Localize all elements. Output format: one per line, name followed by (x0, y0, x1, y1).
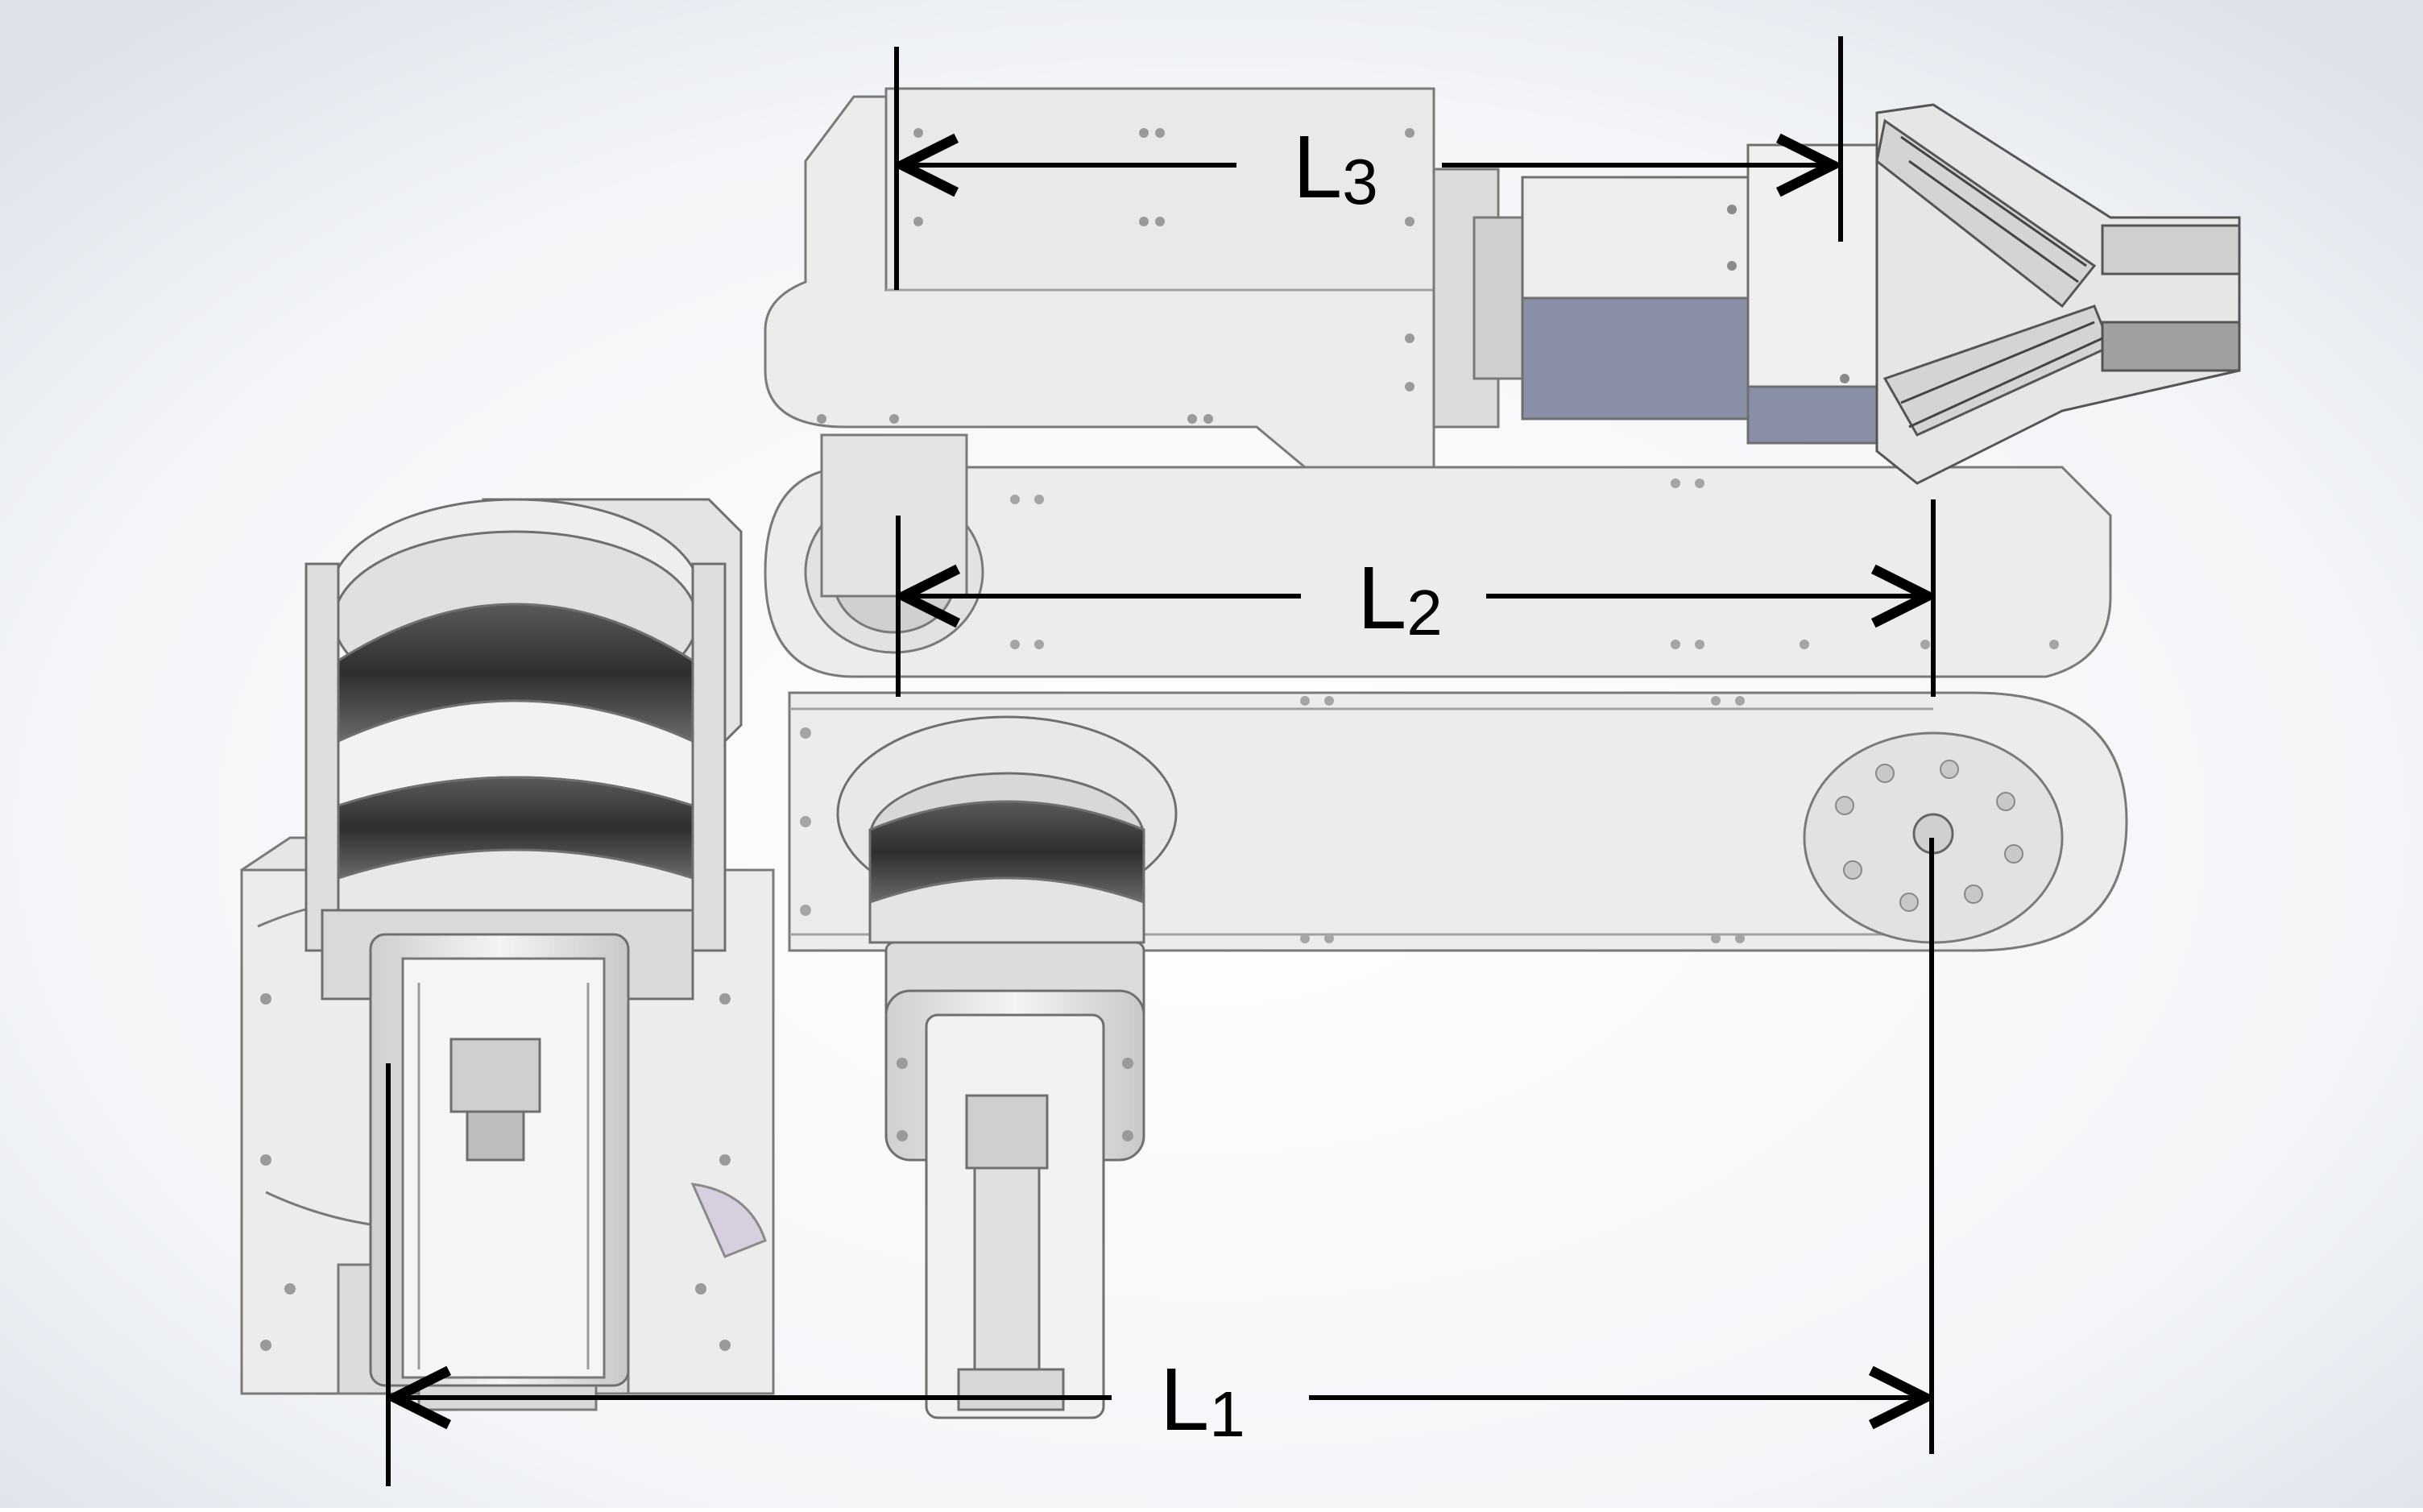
dimension-l2-subscript: 2 (1406, 577, 1443, 648)
dimension-l3-label: L3 (1293, 118, 1378, 217)
dimension-l3: L3 (902, 118, 1833, 217)
shoulder-joint (304, 498, 743, 1387)
dimension-l3-subscript: 3 (1342, 146, 1378, 217)
dimension-l1-subscript: 1 (1209, 1378, 1245, 1450)
dimension-l2-label: L2 (1357, 549, 1443, 648)
forearm-housing (764, 87, 1524, 469)
elbow-joint (836, 715, 1178, 1419)
dimension-l1-label: L1 (1160, 1350, 1245, 1450)
dimension-l1: L1 (395, 1350, 1925, 1450)
dimension-l2: L2 (904, 549, 1928, 648)
gripper (1875, 103, 2241, 485)
